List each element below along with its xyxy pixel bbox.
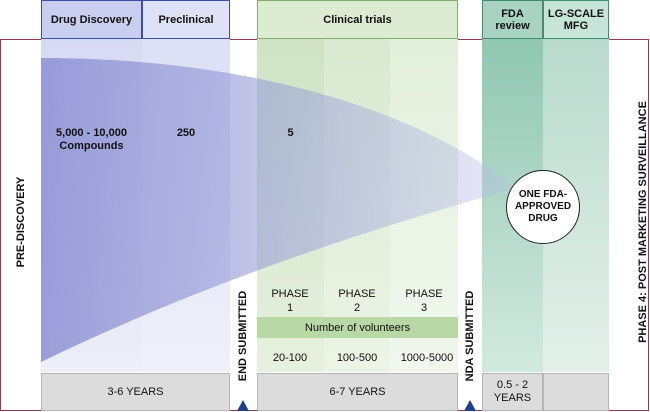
- header-large-scale-mfg-label: LG-SCALE MFG: [547, 7, 605, 32]
- header-fda-review-label: FDA review: [495, 7, 530, 32]
- header-clinical-trials-label: Clinical trials: [323, 13, 392, 26]
- phase-1-volunteers: 20-100: [272, 352, 308, 364]
- pre-discovery-label: PRE-DISCOVERY: [15, 176, 27, 268]
- nda-submitted-marker: [464, 400, 476, 411]
- header-drug-discovery-label: Drug Discovery: [50, 13, 133, 26]
- volunteers-bar: Number of volunteers: [257, 317, 458, 338]
- count-discovery: 5,000 - 10,000 Compounds: [56, 127, 127, 152]
- duration-manufacturing: [543, 373, 609, 411]
- duration-clinical: 6-7 YEARS: [257, 373, 458, 411]
- count-clinical: 5: [287, 127, 294, 139]
- nda-submitted-label: NDA SUBMITTED: [464, 290, 476, 382]
- header-drug-discovery: Drug Discovery: [41, 0, 142, 39]
- count-preclinical: 250: [176, 127, 196, 139]
- approved-drug-circle: ONE FDA- APPROVED DRUG: [506, 170, 580, 244]
- phase-2-label: PHASE 2: [338, 288, 376, 314]
- duration-fda: 0.5 - 2 YEARS: [482, 373, 543, 411]
- phase-1-label: PHASE 1: [271, 288, 309, 314]
- header-fda-review: FDA review: [482, 0, 543, 39]
- phase-2-volunteers: 100-500: [336, 352, 378, 364]
- duration-discovery-preclinical: 3-6 YEARS: [41, 373, 230, 411]
- phase4-label: PHASE 4: POST MARKETING SURVEILLANCE: [637, 101, 649, 343]
- duration-discovery-preclinical-label: 3-6 YEARS: [107, 385, 164, 398]
- end-submitted-marker: [237, 400, 249, 411]
- approved-drug-label: ONE FDA- APPROVED DRUG: [514, 189, 572, 224]
- phase-3-label: PHASE 3: [405, 288, 443, 314]
- phase-3-volunteers: 1000-5000: [400, 352, 454, 364]
- duration-fda-label: 0.5 - 2 YEARS: [493, 379, 532, 404]
- header-clinical-trials: Clinical trials: [257, 0, 458, 39]
- header-preclinical-label: Preclinical: [158, 13, 214, 26]
- header-preclinical: Preclinical: [142, 0, 230, 39]
- duration-clinical-label: 6-7 YEARS: [329, 385, 386, 398]
- volunteers-label: Number of volunteers: [304, 321, 411, 334]
- end-submitted-label: END SUBMITTED: [237, 290, 249, 382]
- header-large-scale-mfg: LG-SCALE MFG: [543, 0, 609, 39]
